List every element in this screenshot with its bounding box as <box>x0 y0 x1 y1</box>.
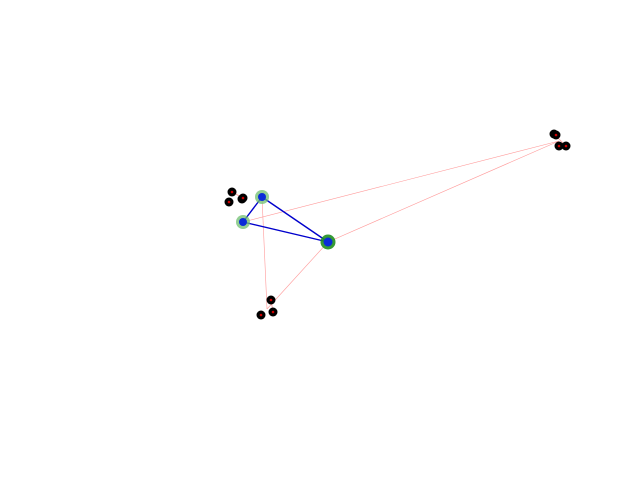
cluster-dot-center <box>269 298 273 302</box>
node-cluster <box>224 187 248 207</box>
primary-edge <box>242 221 329 243</box>
graph-node <box>320 234 336 250</box>
graph-node <box>236 215 250 229</box>
node-core <box>239 218 247 226</box>
cluster-dot-center <box>259 313 263 317</box>
nodes-layer <box>236 190 336 250</box>
node-cluster <box>256 295 278 320</box>
cluster-dot-center <box>554 133 558 137</box>
cluster-dot-center <box>241 196 245 200</box>
secondary-edge <box>266 241 329 310</box>
node-core <box>258 193 266 201</box>
node-cluster <box>549 129 571 151</box>
secondary-edge <box>261 196 268 310</box>
cluster-dot-center <box>227 200 231 204</box>
cluster-dot-center <box>230 190 234 194</box>
secondary-edge <box>327 140 560 243</box>
secondary-edge <box>242 140 560 223</box>
graph-node <box>255 190 269 204</box>
clusters-layer <box>224 129 571 320</box>
cluster-dot-center <box>557 144 561 148</box>
primary-edge <box>261 196 329 243</box>
secondary-edges-layer <box>242 140 560 310</box>
cluster-dot-center <box>271 310 275 314</box>
node-core <box>323 237 333 247</box>
cluster-dot-center <box>564 144 568 148</box>
